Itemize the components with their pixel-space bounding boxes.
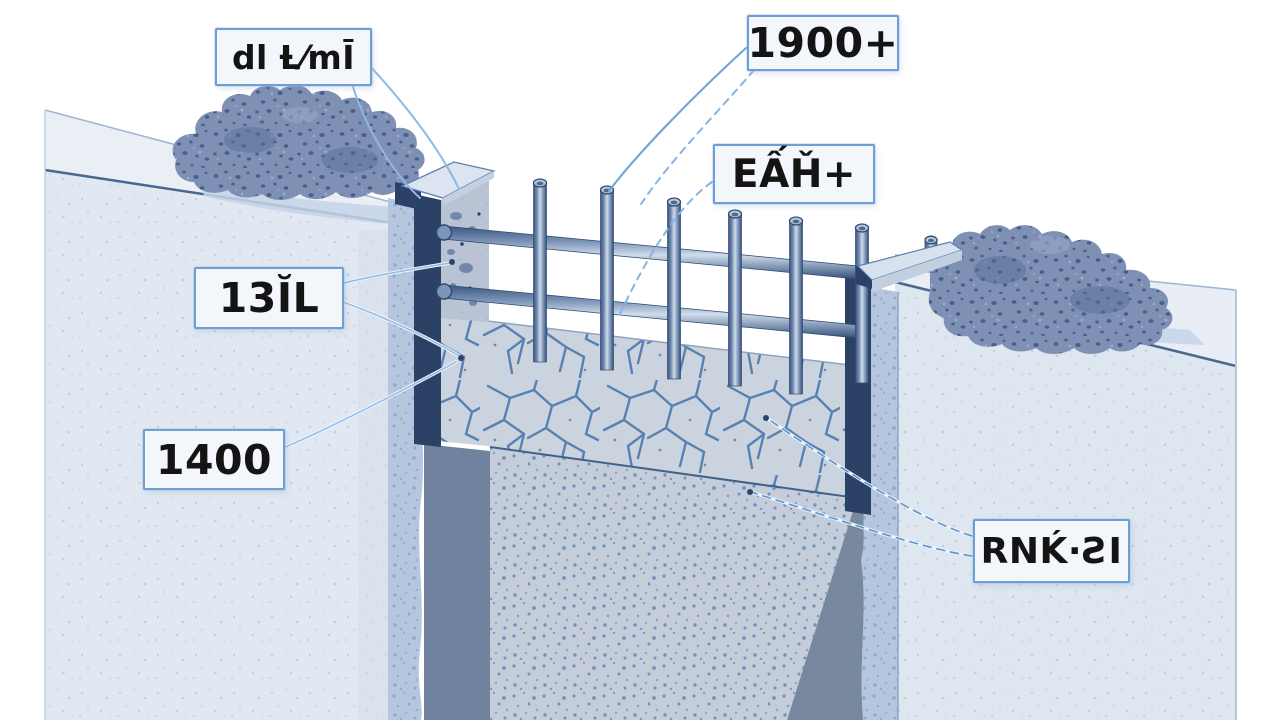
annotation-label-eah: EẤȞ+ bbox=[713, 144, 875, 204]
annotation-label-text: RNḰ·ƧI bbox=[980, 530, 1123, 572]
left-guide-wall-strip bbox=[414, 194, 441, 447]
left-guide-wall bbox=[395, 161, 496, 447]
annotation-label-13il: 13ĬL bbox=[194, 267, 344, 329]
left-gravel-pile bbox=[172, 85, 425, 226]
annotation-label-text: 13ĬL bbox=[218, 274, 320, 322]
left-trench-face bbox=[424, 444, 490, 720]
annotation-label-top-left: dl Ƚ⁄mĪ bbox=[215, 28, 372, 86]
callout-lines bbox=[279, 46, 974, 558]
annotation-label-1400: 1400 bbox=[143, 429, 285, 490]
callout-anchor-dots bbox=[449, 259, 769, 495]
annotation-label-rnksi: RNḰ·ƧI bbox=[973, 519, 1130, 583]
right-trench-face bbox=[787, 498, 870, 720]
right-gravel-pile bbox=[927, 225, 1205, 354]
annotation-label-text: dl Ƚ⁄mĪ bbox=[231, 37, 356, 77]
annotation-label-text: EẤȞ+ bbox=[731, 151, 857, 197]
annotation-label-text: 1900+ bbox=[747, 19, 899, 67]
right-guide-wall-cap bbox=[856, 241, 964, 292]
right-soil-block bbox=[894, 254, 1237, 720]
annotation-label-1900: 1900+ bbox=[747, 15, 899, 71]
trench-interior bbox=[388, 198, 899, 720]
annotation-label-text: 1400 bbox=[155, 435, 273, 484]
